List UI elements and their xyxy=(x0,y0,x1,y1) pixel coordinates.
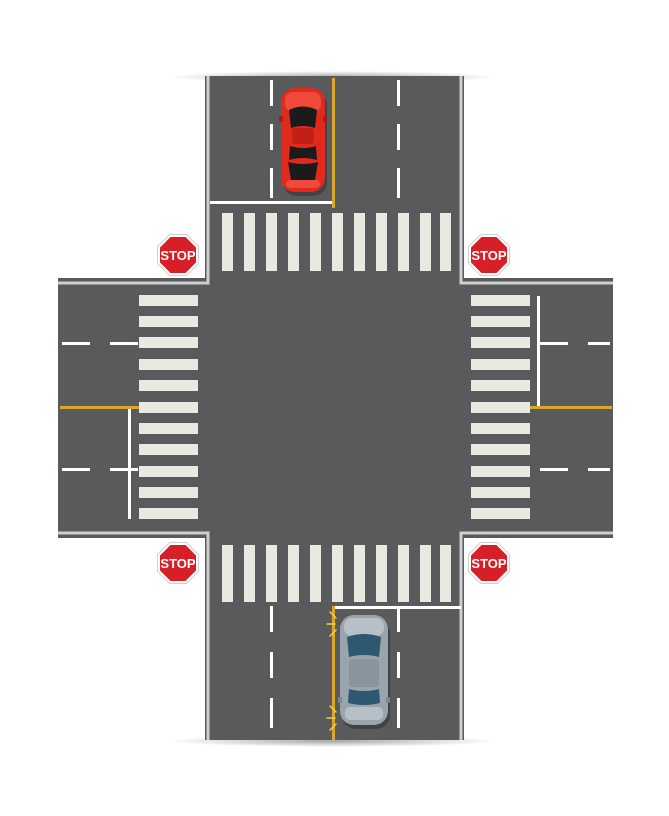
stop-sign-northwest: STOP xyxy=(157,234,199,276)
north-lane-markings xyxy=(210,78,400,208)
stop-sign-northeast: STOP xyxy=(468,234,510,276)
curbs xyxy=(58,76,613,740)
stop-sign-southeast: STOP xyxy=(468,542,510,584)
east-lane-markings xyxy=(530,296,612,471)
south-lane-markings xyxy=(270,606,461,740)
north-crosswalk xyxy=(222,213,451,271)
red-car xyxy=(279,88,327,196)
stop-sign-label: STOP xyxy=(160,248,195,263)
turn-signal-icon xyxy=(326,611,337,731)
west-crosswalk xyxy=(139,295,198,519)
stop-sign-label: STOP xyxy=(471,248,506,263)
stop-sign-label: STOP xyxy=(471,556,506,571)
south-crosswalk xyxy=(222,545,451,602)
east-crosswalk xyxy=(471,295,530,519)
stop-sign-label: STOP xyxy=(160,556,195,571)
silver-car xyxy=(338,615,390,729)
west-lane-markings xyxy=(60,342,140,519)
stop-sign-southwest: STOP xyxy=(157,542,199,584)
